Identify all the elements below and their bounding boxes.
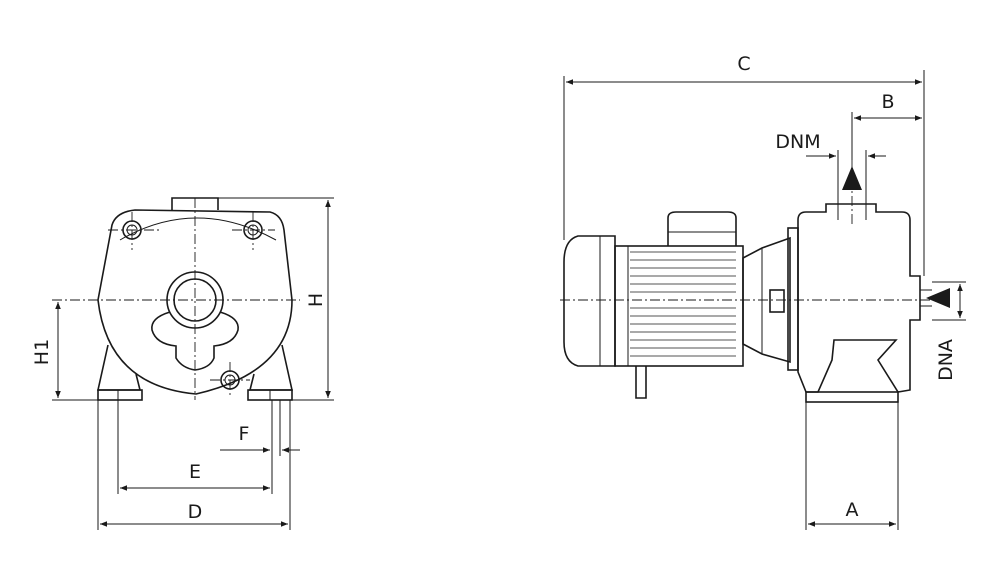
front-casing-outline	[97, 209, 293, 395]
label-F: F	[239, 423, 250, 445]
label-H1: H1	[31, 339, 53, 365]
motor-cooling-fins	[630, 251, 736, 357]
label-E: E	[189, 461, 201, 483]
motor-fan-cover	[563, 235, 616, 367]
label-A: A	[846, 499, 859, 521]
label-DNM: DNM	[775, 131, 820, 153]
label-C: C	[737, 53, 750, 75]
front-left-leg	[97, 344, 142, 391]
label-B: B	[881, 91, 894, 113]
inlet-flow-arrow-icon	[926, 288, 950, 308]
label-H: H	[305, 293, 327, 307]
terminal-box	[667, 211, 737, 246]
front-view	[52, 197, 300, 401]
label-DNA: DNA	[935, 339, 957, 381]
pump-casing	[797, 203, 921, 393]
front-dimensions	[52, 197, 334, 530]
front-right-leg	[248, 344, 293, 391]
side-dimensions	[563, 70, 966, 530]
side-view	[560, 160, 950, 403]
label-D: D	[188, 501, 203, 523]
